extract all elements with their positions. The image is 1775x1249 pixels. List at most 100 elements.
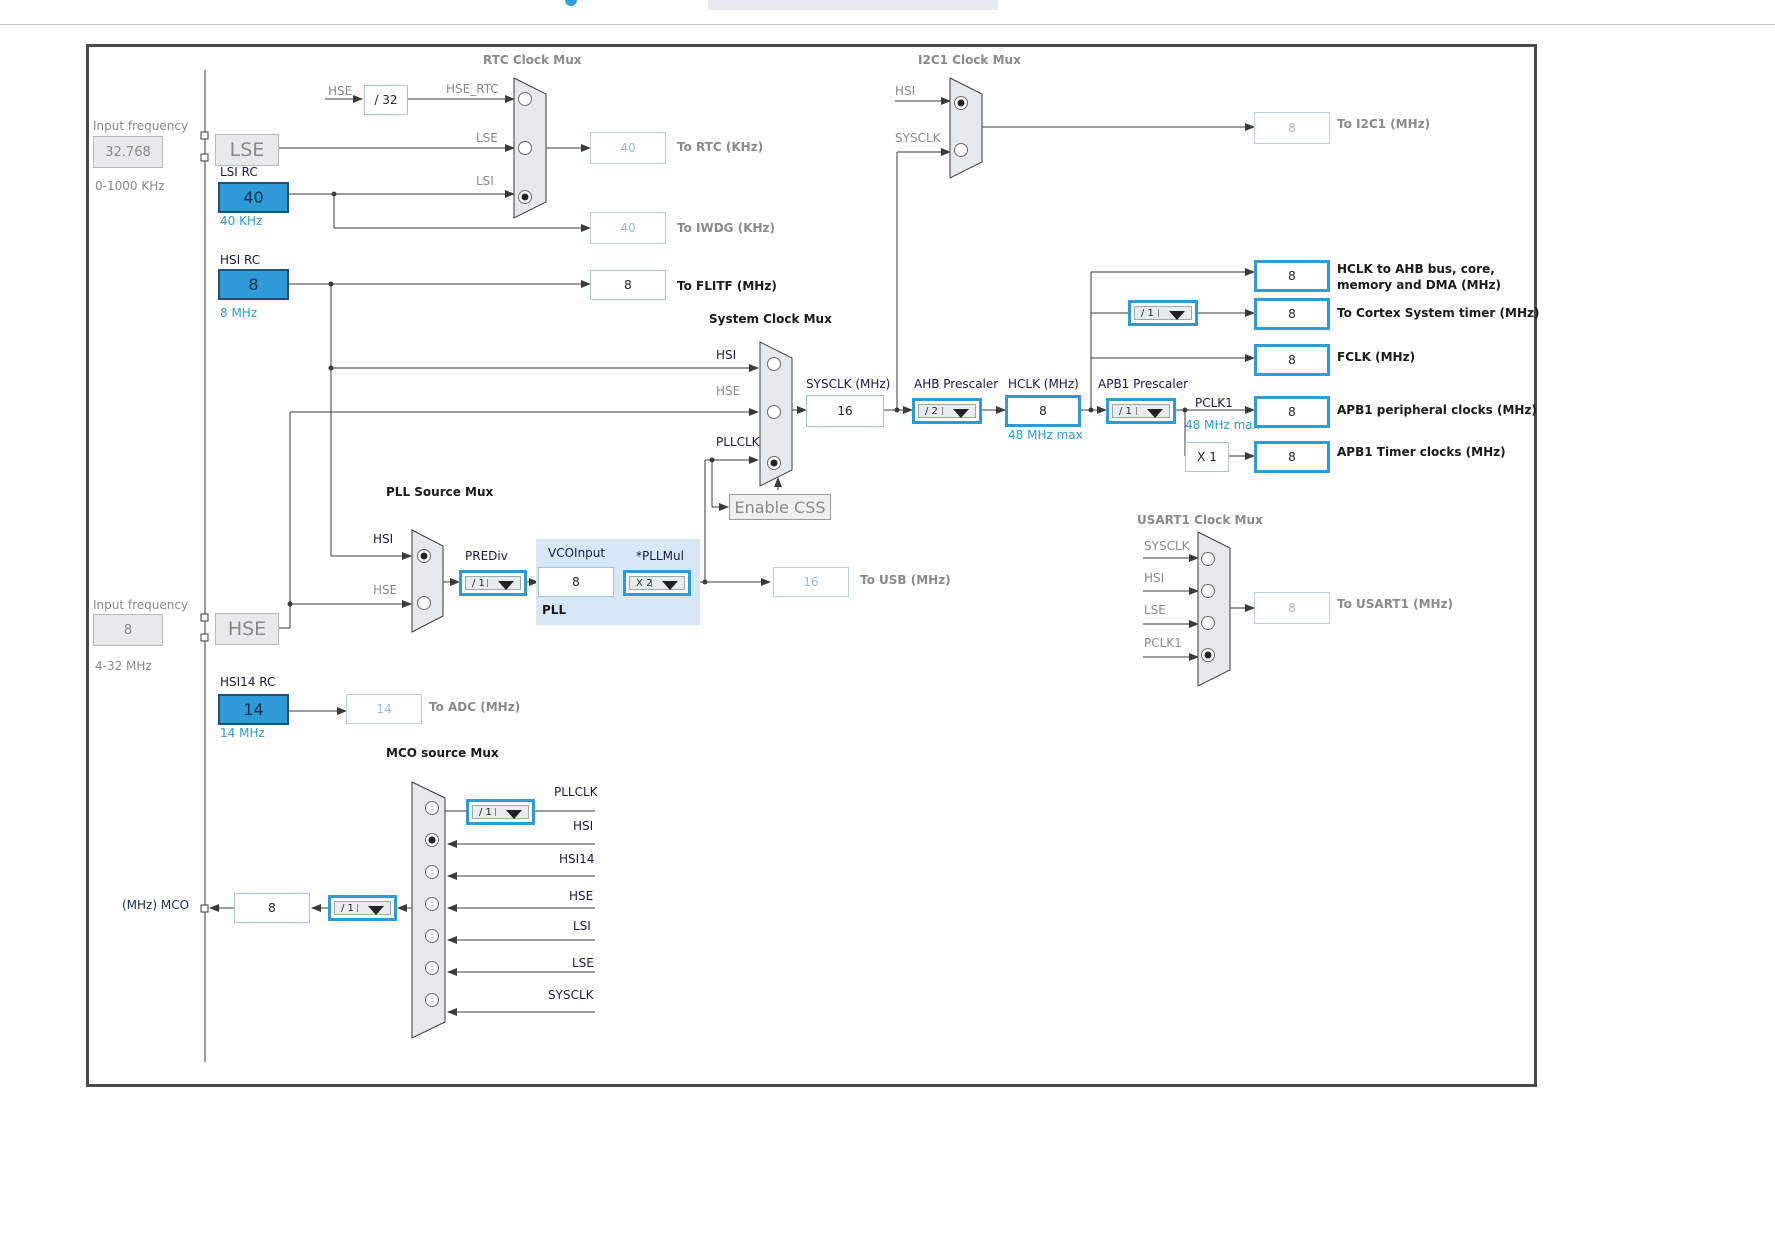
lse-range-label: 0-1000 KHz [95, 179, 165, 193]
apb1-prescaler-label: APB1 Prescaler [1098, 377, 1189, 391]
status-dot-icon [565, 0, 577, 6]
ahb-prescaler-label: AHB Prescaler [914, 377, 999, 391]
flitf-output-box: 8 [590, 270, 666, 300]
hsi-rc-oscillator[interactable]: 8 [218, 269, 289, 300]
apb1-peripheral-label: APB1 peripheral clocks (MHz) [1337, 403, 1537, 417]
mco-pllclk-label: PLLCLK [554, 785, 598, 799]
fclk-label: FCLK (MHz) [1337, 350, 1416, 364]
mco-value-box: 8 [234, 893, 310, 923]
mco-mux-title: MCO source Mux [386, 746, 499, 760]
usart1-mux-title: USART1 Clock Mux [1137, 513, 1263, 527]
sysmux-hse-label: HSE [716, 384, 741, 398]
lse-source-box[interactable]: LSE [215, 134, 279, 166]
prediv-dropdown[interactable]: / 1 [459, 570, 527, 596]
hsi14-rc-label: HSI14 RC [220, 675, 276, 689]
usart1-pclk1-label: PCLK1 [1144, 636, 1182, 650]
i2c1-mux-shape [949, 77, 983, 179]
to-rtc-label: To RTC (KHz) [677, 140, 764, 154]
chevron-down-icon [1169, 311, 1185, 320]
lsi-mux-label: LSI [476, 174, 494, 188]
cortex-timer-label: To Cortex System timer (MHz) [1337, 306, 1540, 320]
hclk-ahb-label-line2: memory and DMA (MHz) [1337, 278, 1502, 292]
sysmux-hsi-label: HSI [716, 348, 737, 362]
hclk-input[interactable]: 8 [1005, 395, 1081, 427]
top-bar [0, 0, 1775, 25]
lsi-frequency-label: 40 KHz [220, 214, 263, 228]
prediv-label: PREDiv [465, 549, 508, 563]
hse-source-box[interactable]: HSE [215, 613, 279, 645]
ahb-prescaler-dropdown[interactable]: / 2 [912, 398, 982, 424]
cortex-timer-divider-dropdown[interactable]: / 1 [1128, 300, 1198, 326]
mco-output-label: (MHz) MCO [122, 898, 190, 912]
mco-pll-divider-dropdown[interactable]: / 1 [466, 799, 535, 825]
apb1-prescaler-value: / 1 [1119, 406, 1132, 417]
sysclk-mhz-label: SYSCLK (MHz) [806, 377, 891, 391]
to-flitf-label: To FLITF (MHz) [677, 279, 777, 293]
hclk-ahb-label: HCLK to AHB bus, core, [1337, 262, 1495, 276]
usart1-lse-label: LSE [1144, 603, 1166, 617]
rtc-mux-title: RTC Clock Mux [483, 53, 582, 67]
sysclk-value-box: 16 [806, 395, 884, 427]
hse-frequency-input[interactable]: 8 [93, 614, 163, 646]
pll-hsi-label: HSI [373, 532, 394, 546]
pll-source-mux-title: PLL Source Mux [386, 485, 494, 499]
search-bar[interactable] [708, 0, 998, 10]
lse-frequency-input[interactable]: 32.768 [93, 136, 163, 168]
apb1-timer-output-box: 8 [1254, 441, 1330, 473]
apb1-prescaler-dropdown[interactable]: / 1 [1106, 398, 1176, 424]
mco-pll-divider-value: / 1 [479, 807, 492, 818]
cortex-divider-value: / 1 [1141, 308, 1154, 319]
usart1-hsi-label: HSI [1144, 571, 1165, 585]
pllmul-value: X 2 [636, 578, 653, 589]
pll-source-mux-shape [411, 529, 444, 633]
chevron-down-icon [662, 581, 678, 590]
hse-rtc-label: HSE_RTC [446, 82, 499, 96]
clock-tree-frame [86, 44, 1537, 1087]
system-mux-title: System Clock Mux [709, 312, 832, 326]
chevron-down-icon [953, 409, 969, 418]
mco-hsi14-label: HSI14 [559, 852, 595, 866]
mco-sysclk-label: SYSCLK [548, 988, 594, 1002]
hclk-max-label: 48 MHz max [1008, 428, 1083, 442]
hse-range-label: 4-32 MHz [95, 659, 152, 673]
hsi-rc-label: HSI RC [220, 253, 261, 267]
chevron-down-icon [498, 581, 514, 590]
usart1-output-box: 8 [1254, 592, 1330, 624]
pllmul-label: *PLLMul [636, 549, 684, 563]
prediv-value: / 1 [472, 578, 485, 589]
adc-output-box: 14 [346, 694, 422, 724]
ahb-prescaler-value: / 2 [925, 406, 938, 417]
fclk-output-box: 8 [1254, 344, 1330, 376]
pllmul-dropdown[interactable]: X 2 [623, 570, 691, 596]
hse-div32-box: / 32 [364, 85, 408, 115]
i2c1-hsi-label: HSI [895, 84, 916, 98]
sysmux-pllclk-label: PLLCLK [716, 435, 760, 449]
to-usb-label: To USB (MHz) [860, 573, 951, 587]
hclk-mhz-label: HCLK (MHz) [1008, 377, 1079, 391]
to-iwdg-label: To IWDG (KHz) [677, 221, 775, 235]
usart1-mux-shape [1197, 531, 1231, 687]
vcoinput-label: VCOInput [548, 546, 606, 560]
to-adc-label: To ADC (MHz) [429, 700, 521, 714]
to-i2c1-label: To I2C1 (MHz) [1337, 117, 1431, 131]
lsi-rc-label: LSI RC [220, 165, 258, 179]
input-frequency-top-label: Input frequency [93, 119, 189, 133]
apb1-timer-multiplier: X 1 [1185, 442, 1229, 472]
pll-label: PLL [542, 603, 567, 617]
input-frequency-bottom-label: Input frequency [93, 598, 189, 612]
iwdg-output-box: 40 [590, 212, 666, 244]
i2c1-output-box: 8 [1254, 112, 1330, 144]
mco-divider-dropdown[interactable]: / 1 [328, 895, 397, 921]
hsi14-rc-oscillator[interactable]: 14 [218, 694, 289, 725]
cortex-timer-output-box: 8 [1254, 298, 1330, 330]
mco-divider-value: / 1 [341, 903, 354, 914]
enable-css-button[interactable]: Enable CSS [729, 494, 831, 520]
apb1-peripheral-output-box: 8 [1254, 396, 1330, 428]
mco-lse-label: LSE [572, 956, 594, 970]
chevron-down-icon [506, 810, 522, 819]
mco-hsi-label: HSI [573, 819, 594, 833]
mco-hse-label: HSE [569, 889, 594, 903]
lsi-rc-oscillator[interactable]: 40 [218, 182, 289, 213]
chevron-down-icon [1147, 409, 1163, 418]
